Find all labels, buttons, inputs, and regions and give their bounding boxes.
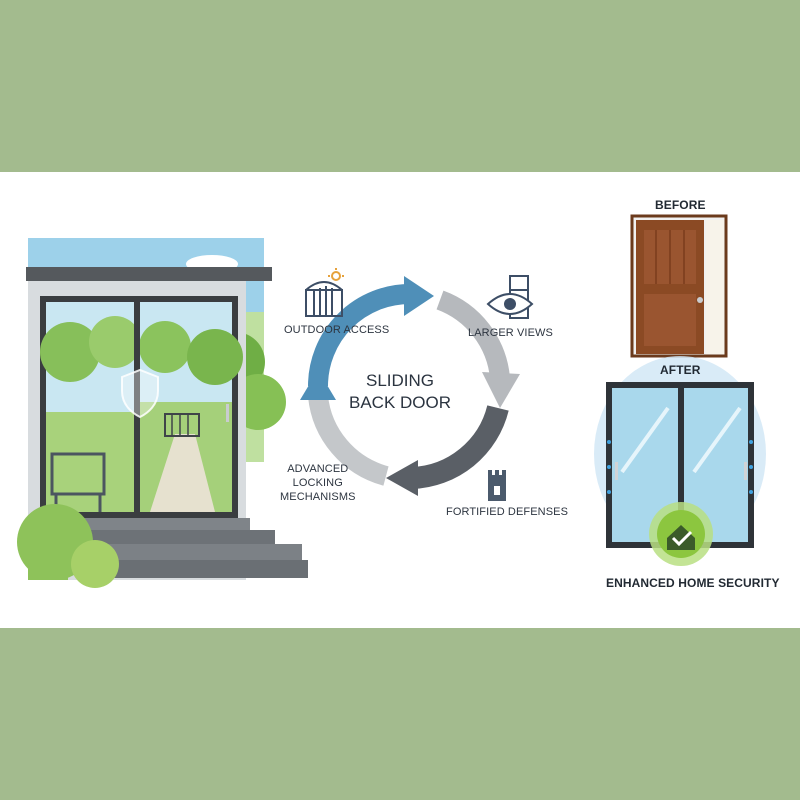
bush-left-2: [71, 540, 119, 588]
gate-sun-icon: [305, 268, 344, 317]
shield-icon: [121, 368, 159, 419]
roof: [26, 267, 272, 281]
step-2: [80, 530, 275, 544]
bottom-background-band: [0, 628, 800, 800]
house-illustration: [17, 238, 308, 588]
label-fortified-defenses: FORTIFIED DEFENSES: [446, 506, 568, 518]
cycle-center-title: SLIDING BACK DOOR: [330, 370, 470, 414]
door-knob: [697, 297, 703, 303]
top-background-band: [0, 0, 800, 172]
step-3: [92, 544, 302, 560]
arrow-gray-right: [436, 290, 510, 380]
door-glass-left: [40, 302, 141, 512]
cycle-title-line2: BACK DOOR: [348, 393, 452, 412]
wooden-door: [630, 214, 728, 358]
before-after-illustration: [594, 214, 766, 566]
home-check-icon: [649, 502, 713, 566]
cycle-arrows: [300, 268, 534, 501]
label-line: ADVANCED: [287, 463, 349, 475]
door-handle: [226, 404, 229, 422]
label-outdoor-access: OUTDOOR ACCESS: [284, 324, 390, 336]
enhanced-security-caption: ENHANCED HOME SECURITY: [606, 576, 780, 590]
label-advanced-locking: ADVANCED LOCKING MECHANISMS: [280, 462, 356, 504]
arrow-blue: [308, 284, 411, 387]
door-glass-right: [139, 302, 243, 512]
arrow-gray-left: [308, 394, 389, 486]
step-4: [104, 560, 308, 578]
tower-icon: [488, 470, 506, 501]
after-label: AFTER: [660, 363, 701, 377]
eye-icon: [486, 275, 534, 319]
label-line: LOCKING: [292, 477, 343, 489]
cycle-title-line1: SLIDING: [365, 371, 435, 390]
door-center-mullion: [134, 302, 140, 512]
infographic-panel: SLIDING BACK DOOR OUTDOOR ACCESS LARGER …: [0, 172, 800, 628]
arrow-dark-bottom: [411, 405, 509, 489]
step-1: [70, 518, 250, 530]
label-larger-views: LARGER VIEWS: [468, 327, 553, 339]
label-line: MECHANISMS: [280, 491, 356, 503]
before-label: BEFORE: [655, 198, 706, 212]
